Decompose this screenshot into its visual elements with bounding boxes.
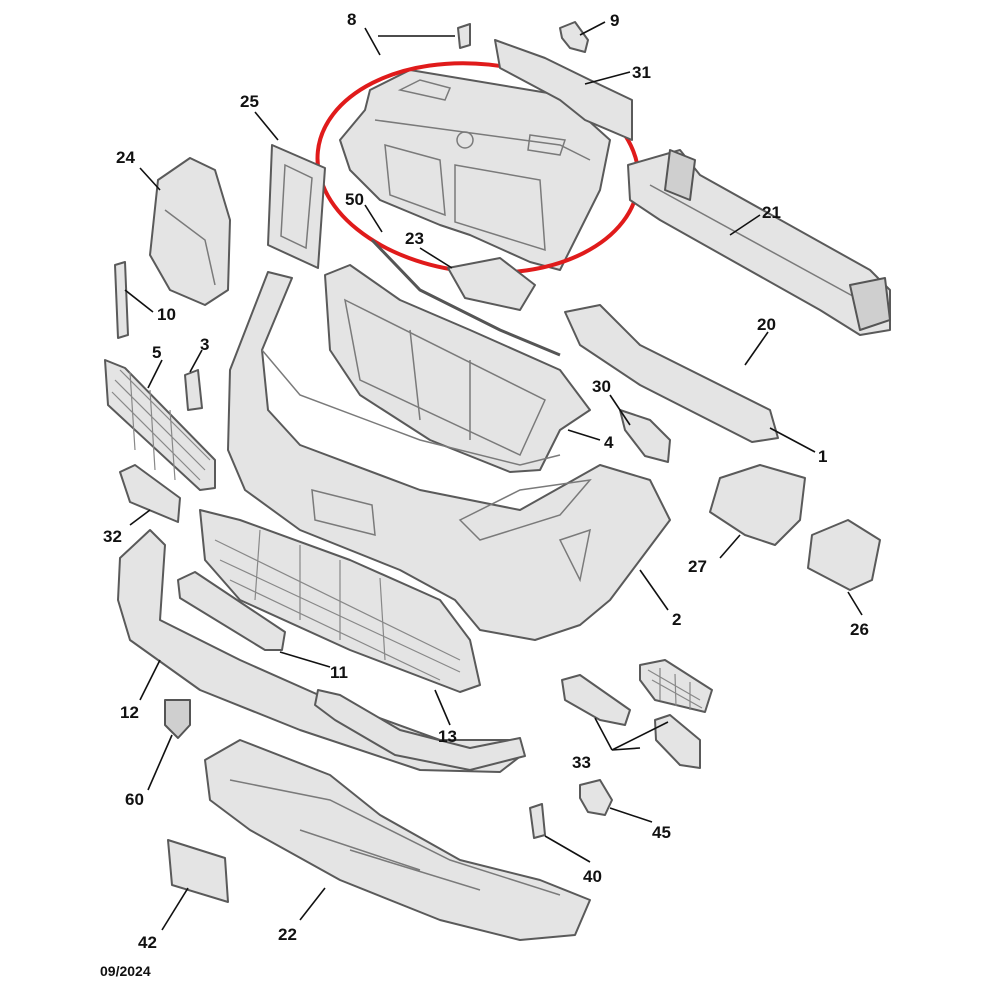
callout-labels: 8 9 31 25 24 50 23 21 10 3 5 20 30 4 1 3… (103, 10, 869, 952)
callout-8: 8 (347, 10, 356, 29)
callout-20: 20 (757, 315, 776, 334)
leader-lines (124, 21, 863, 931)
part-11-lower-grille (199, 509, 481, 693)
part-40-clip (529, 803, 546, 839)
callout-2: 2 (672, 610, 681, 629)
part-50-strip (370, 238, 561, 357)
part-26-air-duct (807, 519, 881, 591)
part-27-air-duct (709, 464, 806, 546)
part-32-bracket (119, 464, 181, 523)
callout-1: 1 (818, 447, 827, 466)
part-10-bracket (114, 261, 129, 339)
part-60-badge (164, 699, 191, 739)
callout-33: 33 (572, 753, 591, 772)
callout-27: 27 (688, 557, 707, 576)
part-8-clip (457, 23, 471, 49)
callout-11: 11 (330, 663, 348, 682)
part-13-lip-spoiler (314, 689, 526, 771)
callout-32: 32 (103, 527, 122, 546)
callout-4: 4 (604, 433, 614, 452)
part-20-trim-strip (564, 304, 779, 443)
part-25-frame (267, 144, 326, 269)
part-4-grille-frame (324, 264, 591, 473)
callout-10: 10 (157, 305, 176, 324)
callout-24: 24 (116, 148, 135, 167)
callout-45: 45 (652, 823, 671, 842)
callout-22: 22 (278, 925, 297, 944)
part-42-panel (167, 839, 229, 903)
callout-31: 31 (632, 63, 651, 82)
part-22-underbody-shield (204, 739, 591, 941)
callout-3: 3 (200, 335, 209, 354)
callout-23: 23 (405, 229, 424, 248)
callout-13: 13 (438, 727, 457, 746)
part-3-clip (184, 369, 203, 411)
callout-60: 60 (125, 790, 144, 809)
callout-30: 30 (592, 377, 611, 396)
part-21-reinforcement-beam (627, 149, 891, 336)
part-8-front-panel (339, 69, 611, 271)
callout-21: 21 (762, 203, 781, 222)
callout-40: 40 (583, 867, 602, 886)
part-11-strip (177, 571, 286, 651)
callout-9: 9 (610, 11, 619, 30)
part-24-arch-liner (149, 157, 231, 306)
callout-12: 12 (120, 703, 139, 722)
part-31-deflector (494, 39, 633, 141)
callout-26: 26 (850, 620, 869, 639)
part-33-covers (561, 659, 713, 769)
part-45-bracket (579, 779, 613, 816)
part-5-side-grille (104, 359, 216, 491)
callout-5: 5 (152, 343, 161, 362)
callout-42: 42 (138, 933, 157, 952)
part-9-bracket (559, 21, 589, 53)
date-stamp: 09/2024 (100, 963, 151, 979)
callout-50: 50 (345, 190, 364, 209)
callout-25: 25 (240, 92, 259, 111)
part-23-plate (447, 257, 536, 311)
part-2-bumper-cover (227, 271, 671, 641)
part-30-bracket (619, 409, 671, 463)
